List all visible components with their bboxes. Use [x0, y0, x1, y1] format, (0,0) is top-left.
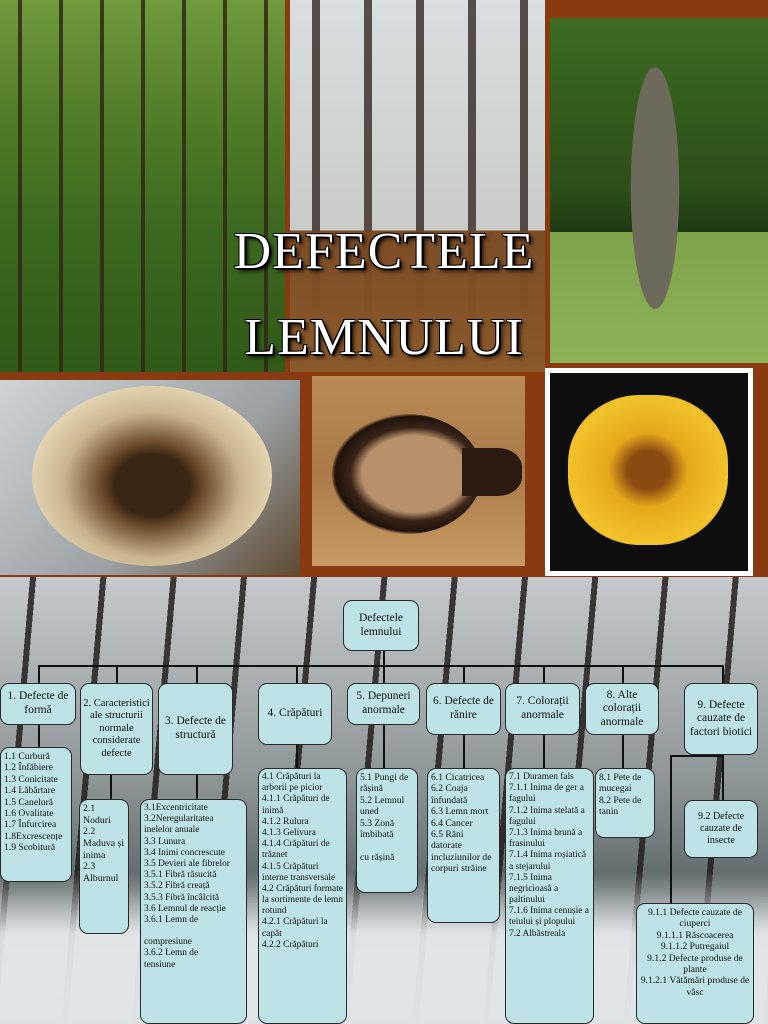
connector-line — [722, 755, 724, 800]
forest-photo-right — [550, 18, 768, 363]
connector-line — [196, 665, 198, 683]
category-3-items: 3.1Excentricitate 3.2Neregularitatea ine… — [140, 799, 247, 1024]
connector-line — [196, 775, 198, 799]
category-2-node: 2. Caracteristici ale structurii normale… — [80, 683, 153, 775]
connector-line — [383, 651, 385, 666]
connector-line — [463, 665, 465, 683]
category-5-items: 5.1 Pungi de rășină 5.2 Lemnul uned 5.3 … — [356, 768, 418, 893]
page-title-line2: LEMNULUI — [244, 309, 524, 366]
category-7-node: 7. Colorații anormale — [505, 683, 580, 735]
category-9-fungi-plants-node: 9.1.1 Defecte cauzate de ciuperci 9.1.1.… — [636, 903, 754, 1024]
connector-line — [543, 735, 545, 768]
category-3-node: 3. Defecte de structură — [158, 683, 233, 775]
category-4-items: 4.1 Crăpături la arborii pe picior 4.1.1… — [258, 768, 347, 1024]
wood-knot-photo — [312, 376, 525, 566]
connector-line — [463, 735, 465, 768]
connector-line — [543, 665, 545, 683]
connector-line — [670, 755, 672, 903]
connector-line — [38, 665, 40, 683]
log-cross-section-photo — [0, 380, 300, 575]
page-title-line1: DEFECTELE — [233, 223, 535, 280]
connector-line — [38, 725, 40, 747]
connector-line — [622, 735, 624, 768]
forest-photo-center — [290, 0, 545, 372]
category-8-node: 8. Alte colorații anormale — [585, 683, 659, 735]
connector-line — [116, 665, 118, 683]
category-8-items: 8.1 Pete de mucegai 8.2 Pete de tanin — [595, 768, 655, 838]
diagram-root-node: Defectele lemnului — [343, 600, 419, 651]
connector-line — [38, 665, 724, 667]
connector-line — [670, 755, 724, 757]
connector-line — [296, 665, 298, 683]
category-6-items: 6.1 Cicatricea 6.2 Coaja înfundată 6.3 L… — [427, 768, 500, 923]
connector-line — [622, 665, 624, 683]
category-9-insects-node: 9.2 Defecte cauzate de insecte — [684, 800, 758, 858]
forest-photo-left — [0, 0, 285, 372]
connector-line — [383, 665, 385, 683]
category-6-node: 6. Defecte de rănire — [426, 683, 501, 735]
connector-line — [383, 725, 385, 768]
category-4-node: 4. Crăpături — [258, 683, 332, 745]
connector-line — [722, 665, 724, 683]
category-2-items: 2.1 Noduri 2.2 Maduva și inima 2.3 Albur… — [79, 799, 129, 934]
category-9-node: 9. Defecte cauzate de factori biotici — [684, 683, 758, 755]
connector-line — [296, 745, 298, 768]
category-5-node: 5. Depuneri anormale — [347, 683, 420, 725]
star-heart-wood-slice-photo — [550, 373, 748, 571]
category-7-items: 7.1 Duramen fals 7.1.1 Inima de ger a fa… — [505, 768, 594, 1024]
category-1-node: 1. Defecte de formă — [0, 683, 76, 725]
category-1-items: 1.1 Curbură 1.2 Înfăbiere 1.3 Conicitate… — [0, 747, 72, 882]
connector-line — [110, 775, 112, 799]
